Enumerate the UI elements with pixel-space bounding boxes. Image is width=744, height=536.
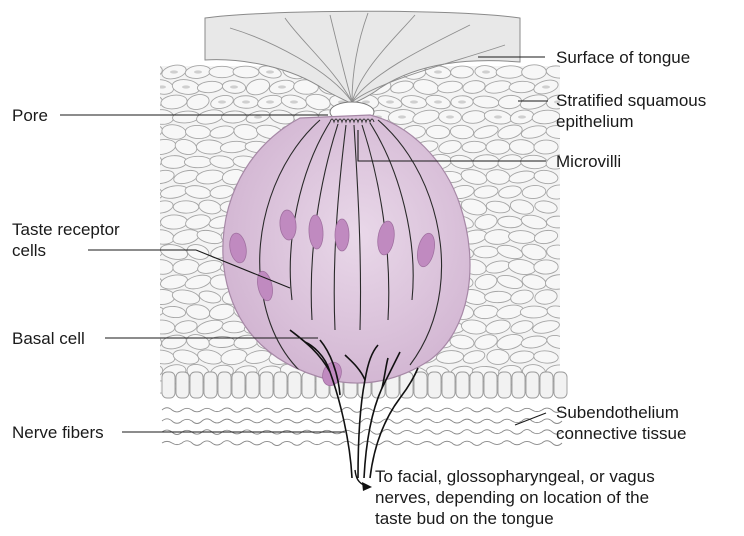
- epithelial-nucleus: [170, 70, 178, 73]
- label-pore: Pore: [12, 105, 48, 126]
- label-nerve-fibers: Nerve fibers: [12, 422, 104, 443]
- label-basal-cell: Basal cell: [12, 328, 85, 349]
- epithelial-cell: [160, 215, 187, 230]
- epithelial-cell: [426, 125, 450, 139]
- columnar-cell: [274, 372, 287, 398]
- epithelial-cell: [138, 276, 162, 289]
- epithelial-cell: [233, 66, 259, 78]
- epithelial-cell: [136, 182, 164, 202]
- label-microvilli: Microvilli: [556, 151, 621, 172]
- epithelial-nucleus: [482, 70, 490, 73]
- columnar-cell: [484, 372, 497, 398]
- columnar-cell: [526, 372, 539, 398]
- epithelial-cell: [209, 66, 235, 77]
- epithelial-nucleus: [386, 100, 394, 103]
- epithelial-nucleus: [254, 115, 262, 118]
- epithelial-nucleus: [434, 70, 442, 73]
- columnar-cell: [470, 372, 483, 398]
- label-subendothelium-line1: Subendothelium: [556, 402, 679, 423]
- epithelial-cell: [520, 306, 547, 318]
- epithelial-cell: [546, 216, 569, 228]
- epithelial-nucleus: [158, 85, 166, 88]
- epithelial-nucleus: [182, 85, 190, 88]
- epithelial-nucleus: [542, 85, 550, 88]
- epithelial-cell: [534, 260, 559, 275]
- columnar-cell: [456, 372, 469, 398]
- columnar-cell: [302, 372, 315, 398]
- epithelial-cell: [184, 156, 211, 167]
- epithelial-cell: [138, 334, 162, 350]
- epithelial-nucleus: [290, 100, 298, 103]
- epithelial-nucleus: [494, 115, 502, 118]
- epithelial-cell: [137, 153, 162, 170]
- label-surface-of-tongue: Surface of tongue: [556, 47, 690, 68]
- epithelial-nucleus: [230, 85, 238, 88]
- epithelial-cell: [136, 63, 163, 81]
- epithelial-nucleus: [266, 100, 274, 103]
- epithelial-cell: [161, 155, 187, 168]
- epithelial-nucleus: [434, 100, 442, 103]
- epithelial-nucleus: [410, 100, 418, 103]
- label-to-facial-line3: taste bud on the tongue: [375, 508, 554, 529]
- label-stratified-line1: Stratified squamous: [556, 90, 706, 111]
- columnar-cell: [162, 372, 175, 398]
- epithelial-cell: [138, 214, 162, 229]
- epithelial-nucleus: [242, 100, 250, 103]
- columnar-cell: [512, 372, 525, 398]
- epithelial-cell: [137, 94, 163, 110]
- columnar-cell: [288, 372, 301, 398]
- epithelial-cell: [173, 201, 199, 213]
- epithelial-cell: [136, 363, 164, 382]
- epithelial-cell: [137, 245, 162, 258]
- columnar-cell: [414, 372, 427, 398]
- epithelial-cell: [474, 246, 499, 258]
- epithelial-cell: [136, 123, 163, 141]
- label-to-facial-line2: nerves, depending on location of the: [375, 487, 649, 508]
- epithelial-nucleus: [218, 100, 226, 103]
- epithelial-nucleus: [398, 115, 406, 118]
- columnar-cell: [428, 372, 441, 398]
- columnar-cell: [498, 372, 511, 398]
- epithelial-nucleus: [518, 115, 526, 118]
- epithelial-nucleus: [266, 70, 274, 73]
- epithelial-cell: [450, 66, 473, 78]
- arrow-head-icon: [362, 482, 372, 491]
- epithelial-nucleus: [278, 85, 286, 88]
- label-stratified-line2: epithelium: [556, 111, 634, 132]
- epithelial-nucleus: [446, 115, 454, 118]
- epithelial-cell: [487, 349, 509, 364]
- receptor-nucleus: [335, 219, 349, 251]
- epithelial-cell: [522, 65, 547, 80]
- columnar-cell: [246, 372, 259, 398]
- columnar-cell: [204, 372, 217, 398]
- epithelial-cell: [486, 140, 510, 155]
- columnar-cell: [190, 372, 203, 398]
- columnar-cell: [554, 372, 567, 398]
- columnar-cell: [260, 372, 273, 398]
- epithelial-cell: [534, 140, 558, 154]
- epithelial-cell: [484, 291, 511, 303]
- epithelial-nucleus: [146, 100, 154, 103]
- label-taste-receptor-line2: cells: [12, 240, 46, 261]
- columnar-cell: [442, 372, 455, 398]
- label-taste-receptor-line1: Taste receptor: [12, 219, 120, 240]
- columnar-cell: [218, 372, 231, 398]
- columnar-cell: [540, 372, 553, 398]
- columnar-cell: [232, 372, 245, 398]
- label-to-facial-line1: To facial, glossopharyngeal, or vagus: [375, 466, 655, 487]
- columnar-cell: [176, 372, 189, 398]
- label-subendothelium-line2: connective tissue: [556, 423, 686, 444]
- epithelial-nucleus: [458, 100, 466, 103]
- epithelial-nucleus: [194, 70, 202, 73]
